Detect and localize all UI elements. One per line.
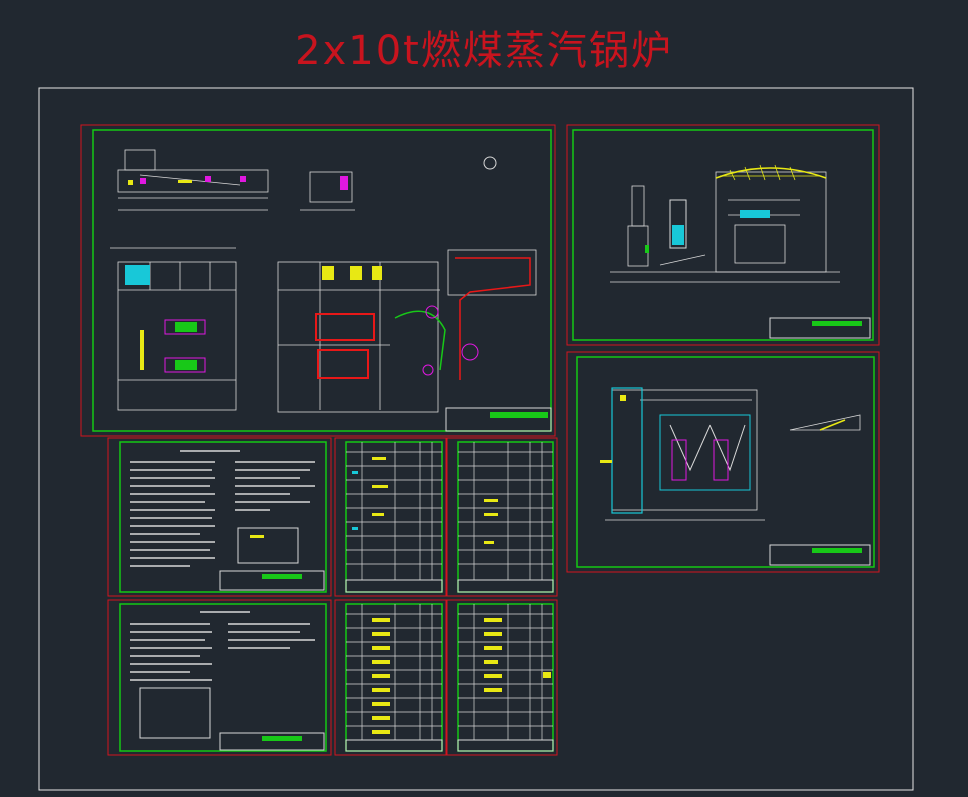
- plan-right: [277, 249, 537, 413]
- notes-lines-1: [130, 450, 315, 567]
- sheet-material-list-1[interactable]: [334, 599, 447, 756]
- sheet-section-view-2[interactable]: [566, 351, 880, 573]
- section-drawing-2: [605, 389, 861, 521]
- plan-strip: [117, 149, 269, 211]
- sheet-general-layout-plan[interactable]: [80, 124, 556, 437]
- plan-small: [300, 171, 355, 211]
- plan-left: [110, 247, 237, 411]
- north-arrow-icon: [483, 156, 497, 170]
- table-grid-3: [346, 604, 442, 740]
- sheet-equipment-list-1[interactable]: [334, 437, 447, 597]
- section-drawing-1: [610, 171, 840, 283]
- sheet-material-list-2[interactable]: [446, 599, 558, 756]
- table-grid-1: [346, 442, 442, 580]
- sheet-design-notes-2[interactable]: [107, 599, 332, 756]
- drawing-title: 2x10t燃煤蒸汽锅炉: [295, 28, 673, 74]
- sheet-section-view-1[interactable]: [566, 124, 880, 346]
- sheet-equipment-list-2[interactable]: [446, 437, 558, 597]
- outer-frame: [38, 87, 914, 791]
- sheet-design-notes-1[interactable]: [107, 437, 332, 597]
- table-grid-4: [458, 604, 553, 740]
- table-grid-2: [458, 442, 553, 580]
- notes-lines-2: [130, 611, 315, 681]
